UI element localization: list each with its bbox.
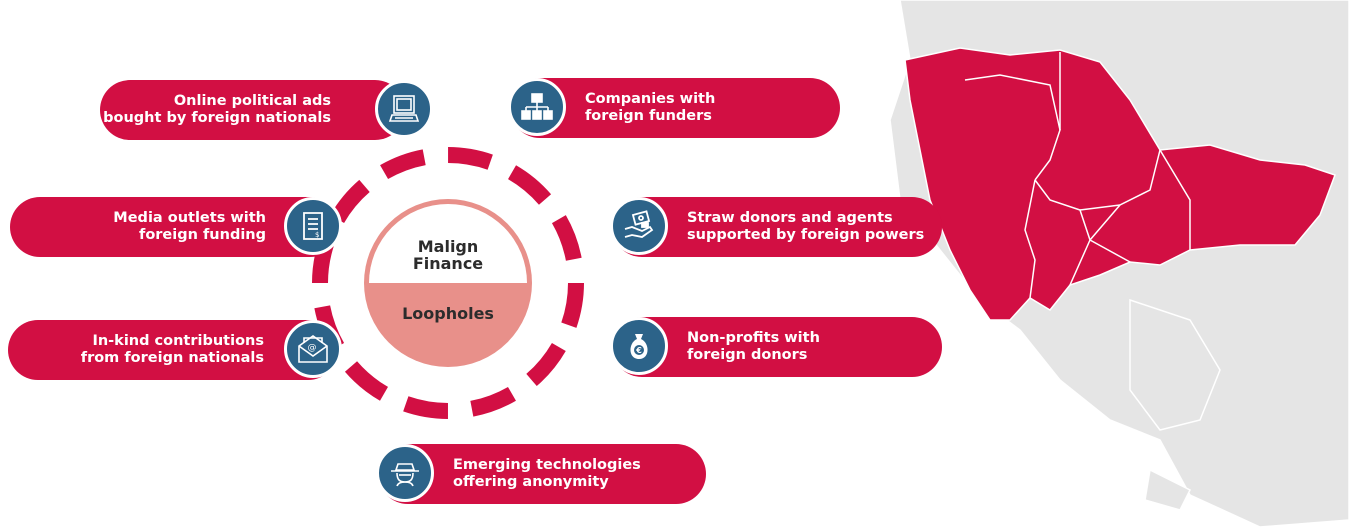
loophole-companies: Companies with foreign funders [510, 78, 840, 138]
anonymous-spy-icon [376, 444, 434, 502]
org-chart-icon [508, 78, 566, 136]
loophole-online-ads: Online political ads bought by foreign n… [100, 80, 405, 140]
loophole-nonprofits: Non-profits with foreign donors [612, 317, 942, 377]
center-title: Malign Finance [398, 238, 498, 272]
loophole-label: Media outlets with foreign funding [113, 210, 266, 243]
svg-text:$: $ [315, 231, 319, 239]
document-icon: $ [284, 197, 342, 255]
loophole-label: Emerging technologies offering anonymity [453, 457, 641, 490]
center-title-line2: Finance [412, 254, 484, 273]
loophole-in-kind: In-kind contributions from foreign natio… [8, 320, 338, 380]
loophole-label: Non-profits with foreign donors [687, 330, 820, 363]
svg-text:€: € [635, 346, 642, 355]
loophole-label: Companies with foreign funders [585, 91, 716, 124]
central-diagram [312, 147, 584, 419]
svg-text:@: @ [308, 343, 317, 353]
balkans-map [889, 0, 1349, 527]
center-subtitle: Loopholes [402, 304, 494, 323]
hand-money-icon [610, 197, 668, 255]
money-bag-euro-icon: € [610, 317, 668, 375]
loophole-media: Media outlets with foreign funding [10, 197, 340, 257]
computer-icon [375, 80, 433, 138]
center-title-line1: Malign [417, 237, 479, 256]
email-envelope-icon: @ [284, 320, 342, 378]
loophole-label: Online political ads bought by foreign n… [103, 93, 331, 126]
loophole-label: In-kind contributions from foreign natio… [80, 333, 264, 366]
loophole-label: Straw donors and agents supported by for… [687, 210, 925, 243]
